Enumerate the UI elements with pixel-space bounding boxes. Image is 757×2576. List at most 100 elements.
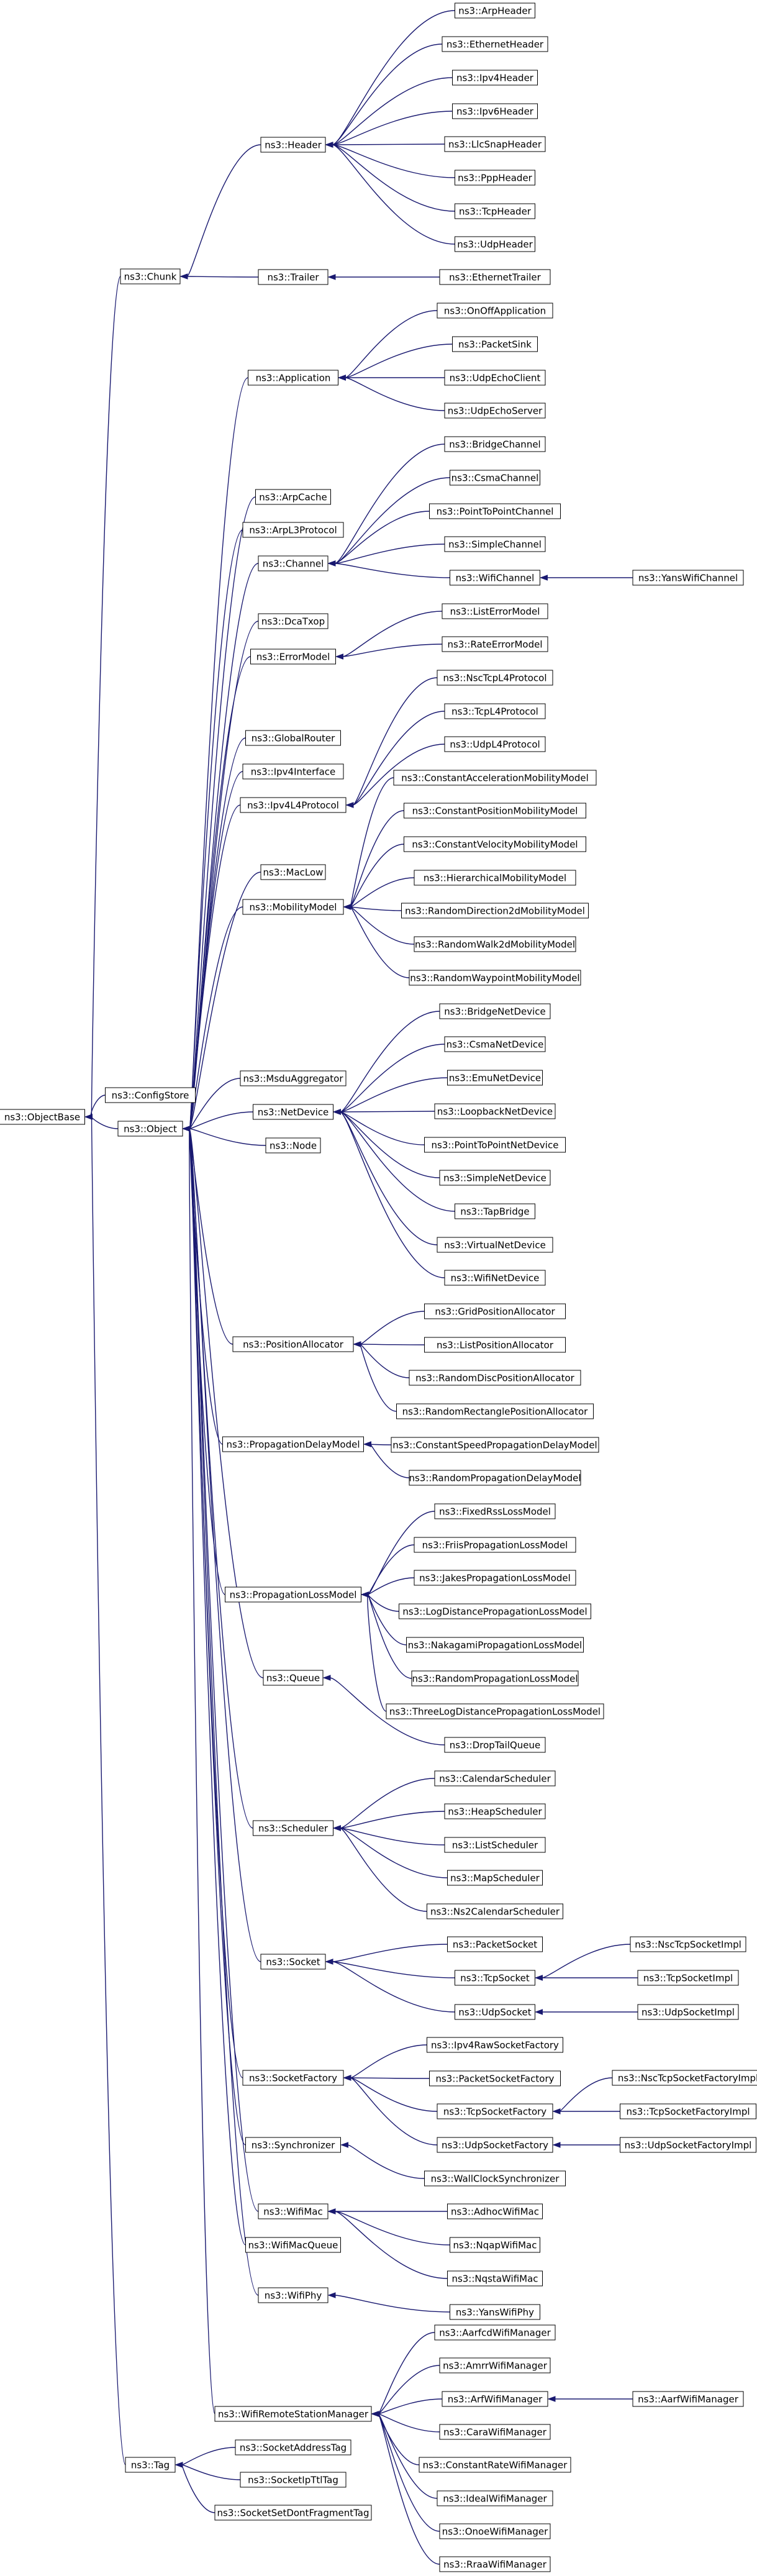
- class-node-box[interactable]: [637, 2004, 739, 2020]
- class-node-box[interactable]: [439, 269, 551, 285]
- class-node-box[interactable]: [447, 2270, 543, 2287]
- class-node-box[interactable]: [258, 269, 329, 285]
- class-node-ethernet-trailer[interactable]: ns3::EthernetTrailer: [439, 269, 551, 285]
- class-node-udp-echo-server[interactable]: ns3::UdpEchoServer: [444, 403, 546, 419]
- class-node-box[interactable]: [450, 2237, 540, 2253]
- class-node-nqsta-wifi-mac[interactable]: ns3::NqstaWifiMac: [447, 2270, 543, 2287]
- class-node-box[interactable]: [424, 1337, 566, 1353]
- class-node-box[interactable]: [393, 770, 597, 786]
- class-node-box[interactable]: [437, 670, 553, 686]
- class-node-box[interactable]: [434, 2324, 556, 2341]
- class-node-box[interactable]: [427, 2037, 563, 2053]
- class-node-wall-clock-synchronizer[interactable]: ns3::WallClockSynchronizer: [424, 2170, 566, 2187]
- class-node-msdu-aggregator[interactable]: ns3::MsduAggregator: [240, 1070, 347, 1086]
- class-node-csma-net-device[interactable]: ns3::CsmaNetDevice: [444, 1036, 546, 1052]
- class-node-box[interactable]: [455, 170, 535, 186]
- class-node-box[interactable]: [424, 1137, 566, 1153]
- class-node-box[interactable]: [424, 2170, 566, 2187]
- class-node-hierarchical-mobility-model[interactable]: ns3::HierarchicalMobilityModel: [414, 870, 576, 886]
- class-node-random-direction2d-mobility-model[interactable]: ns3::RandomDirection2dMobilityModel: [401, 903, 589, 919]
- class-node-box[interactable]: [399, 1603, 591, 1619]
- class-node-jakes-propagation-loss-model[interactable]: ns3::JakesPropagationLossModel: [414, 1570, 576, 1586]
- class-node-constant-speed-propagation-delay-model[interactable]: ns3::ConstantSpeedPropagationDelayModel: [391, 1437, 599, 1453]
- class-node-box[interactable]: [447, 1936, 543, 1952]
- class-node-socket[interactable]: ns3::Socket: [260, 1954, 326, 1970]
- class-node-fixed-rss-loss-model[interactable]: ns3::FixedRssLossModel: [434, 1503, 556, 1519]
- class-node-object[interactable]: ns3::Object: [117, 1121, 183, 1137]
- class-node-box[interactable]: [258, 2287, 329, 2303]
- class-node-box[interactable]: [444, 403, 546, 419]
- class-node-box[interactable]: [439, 2523, 551, 2539]
- class-node-box[interactable]: [414, 936, 576, 952]
- class-node-box[interactable]: [419, 2457, 571, 2473]
- class-node-net-device[interactable]: ns3::NetDevice: [253, 1104, 333, 1120]
- class-node-box[interactable]: [117, 1121, 183, 1137]
- class-node-box[interactable]: [105, 1087, 196, 1103]
- class-node-ipv6-header[interactable]: ns3::Ipv6Header: [452, 103, 538, 119]
- class-node-scheduler[interactable]: ns3::Scheduler: [253, 1820, 333, 1836]
- class-node-error-model[interactable]: ns3::ErrorModel: [250, 649, 336, 665]
- class-node-box[interactable]: [439, 2556, 551, 2572]
- class-node-box[interactable]: [258, 555, 329, 571]
- class-node-udp-header[interactable]: ns3::UdpHeader: [455, 236, 535, 252]
- class-node-nsc-tcp-l4-protocol[interactable]: ns3::NscTcpL4Protocol: [437, 670, 553, 686]
- class-node-packet-sink[interactable]: ns3::PacketSink: [452, 336, 538, 352]
- class-node-random-rectangle-position-allocator[interactable]: ns3::RandomRectanglePositionAllocator: [396, 1403, 594, 1419]
- class-node-ipv4-header[interactable]: ns3::Ipv4Header: [452, 70, 538, 86]
- class-node-mobility-model[interactable]: ns3::MobilityModel: [242, 899, 344, 915]
- class-node-box[interactable]: [455, 1203, 535, 1219]
- class-node-box[interactable]: [444, 1837, 546, 1853]
- class-node-box[interactable]: [444, 436, 546, 452]
- class-node-box[interactable]: [444, 370, 546, 386]
- class-node-box[interactable]: [427, 1903, 563, 1919]
- class-node-random-propagation-loss-model[interactable]: ns3::RandomPropagationLossModel: [411, 1670, 579, 1686]
- class-node-box[interactable]: [214, 2406, 372, 2422]
- class-node-box[interactable]: [444, 736, 546, 752]
- class-node-box[interactable]: [265, 1137, 321, 1154]
- class-node-box[interactable]: [253, 1820, 333, 1836]
- class-node-box[interactable]: [396, 1403, 594, 1419]
- class-node-heap-scheduler[interactable]: ns3::HeapScheduler: [444, 1803, 546, 1819]
- class-node-amrr-wifi-manager[interactable]: ns3::AmrrWifiManager: [439, 2357, 551, 2373]
- class-node-llc-snap-header[interactable]: ns3::LlcSnapHeader: [444, 136, 546, 152]
- class-node-tap-bridge[interactable]: ns3::TapBridge: [455, 1203, 535, 1219]
- class-node-dca-txop[interactable]: ns3::DcaTxop: [258, 613, 329, 629]
- class-node-wifi-remote-station-manager[interactable]: ns3::WifiRemoteStationManager: [214, 2406, 372, 2422]
- class-node-udp-socket-impl[interactable]: ns3::UdpSocketImpl: [637, 2004, 739, 2020]
- class-node-box[interactable]: [248, 370, 338, 386]
- class-node-box[interactable]: [630, 1936, 746, 1952]
- class-node-box[interactable]: [235, 2439, 351, 2455]
- class-node-box[interactable]: [620, 2103, 756, 2119]
- class-node-simple-channel[interactable]: ns3::SimpleChannel: [444, 536, 546, 552]
- class-node-box[interactable]: [434, 1770, 556, 1786]
- class-node-header[interactable]: ns3::Header: [260, 137, 326, 153]
- class-node-position-allocator[interactable]: ns3::PositionAllocator: [232, 1336, 354, 1352]
- class-node-box[interactable]: [437, 303, 553, 319]
- class-node-box[interactable]: [263, 1670, 324, 1686]
- class-node-rate-error-model[interactable]: ns3::RateErrorModel: [442, 636, 548, 652]
- class-node-box[interactable]: [450, 470, 540, 486]
- class-node-mac-low[interactable]: ns3::MacLow: [260, 864, 326, 880]
- class-node-box[interactable]: [437, 1237, 553, 1253]
- class-node-yans-wifi-phy[interactable]: ns3::YansWifiPhy: [450, 2304, 540, 2320]
- class-node-box[interactable]: [409, 1370, 581, 1386]
- class-node-random-disc-position-allocator[interactable]: ns3::RandomDiscPositionAllocator: [409, 1370, 581, 1386]
- class-node-box[interactable]: [455, 2, 535, 19]
- class-node-box[interactable]: [242, 763, 344, 780]
- class-node-tcp-l4-protocol[interactable]: ns3::TcpL4Protocol: [444, 703, 546, 719]
- class-node-constant-rate-wifi-manager[interactable]: ns3::ConstantRateWifiManager: [419, 2457, 571, 2473]
- class-node-udp-socket-factory-impl[interactable]: ns3::UdpSocketFactoryImpl: [620, 2137, 756, 2153]
- class-node-box[interactable]: [409, 1470, 581, 1486]
- class-node-udp-l4-protocol[interactable]: ns3::UdpL4Protocol: [444, 736, 546, 752]
- class-node-wifi-mac-queue[interactable]: ns3::WifiMacQueue: [245, 2237, 341, 2253]
- class-node-box[interactable]: [245, 2237, 341, 2253]
- class-node-box[interactable]: [240, 797, 347, 813]
- class-node-box[interactable]: [406, 1637, 584, 1653]
- class-node-box[interactable]: [260, 864, 326, 880]
- class-node-random-walk2d-mobility-model[interactable]: ns3::RandomWalk2dMobilityModel: [414, 936, 576, 952]
- class-node-box[interactable]: [260, 1954, 326, 1970]
- class-node-channel[interactable]: ns3::Channel: [258, 555, 329, 571]
- class-node-list-scheduler[interactable]: ns3::ListScheduler: [444, 1837, 546, 1853]
- class-node-synchronizer[interactable]: ns3::Synchronizer: [245, 2137, 341, 2153]
- class-node-drop-tail-queue[interactable]: ns3::DropTailQueue: [444, 1737, 546, 1753]
